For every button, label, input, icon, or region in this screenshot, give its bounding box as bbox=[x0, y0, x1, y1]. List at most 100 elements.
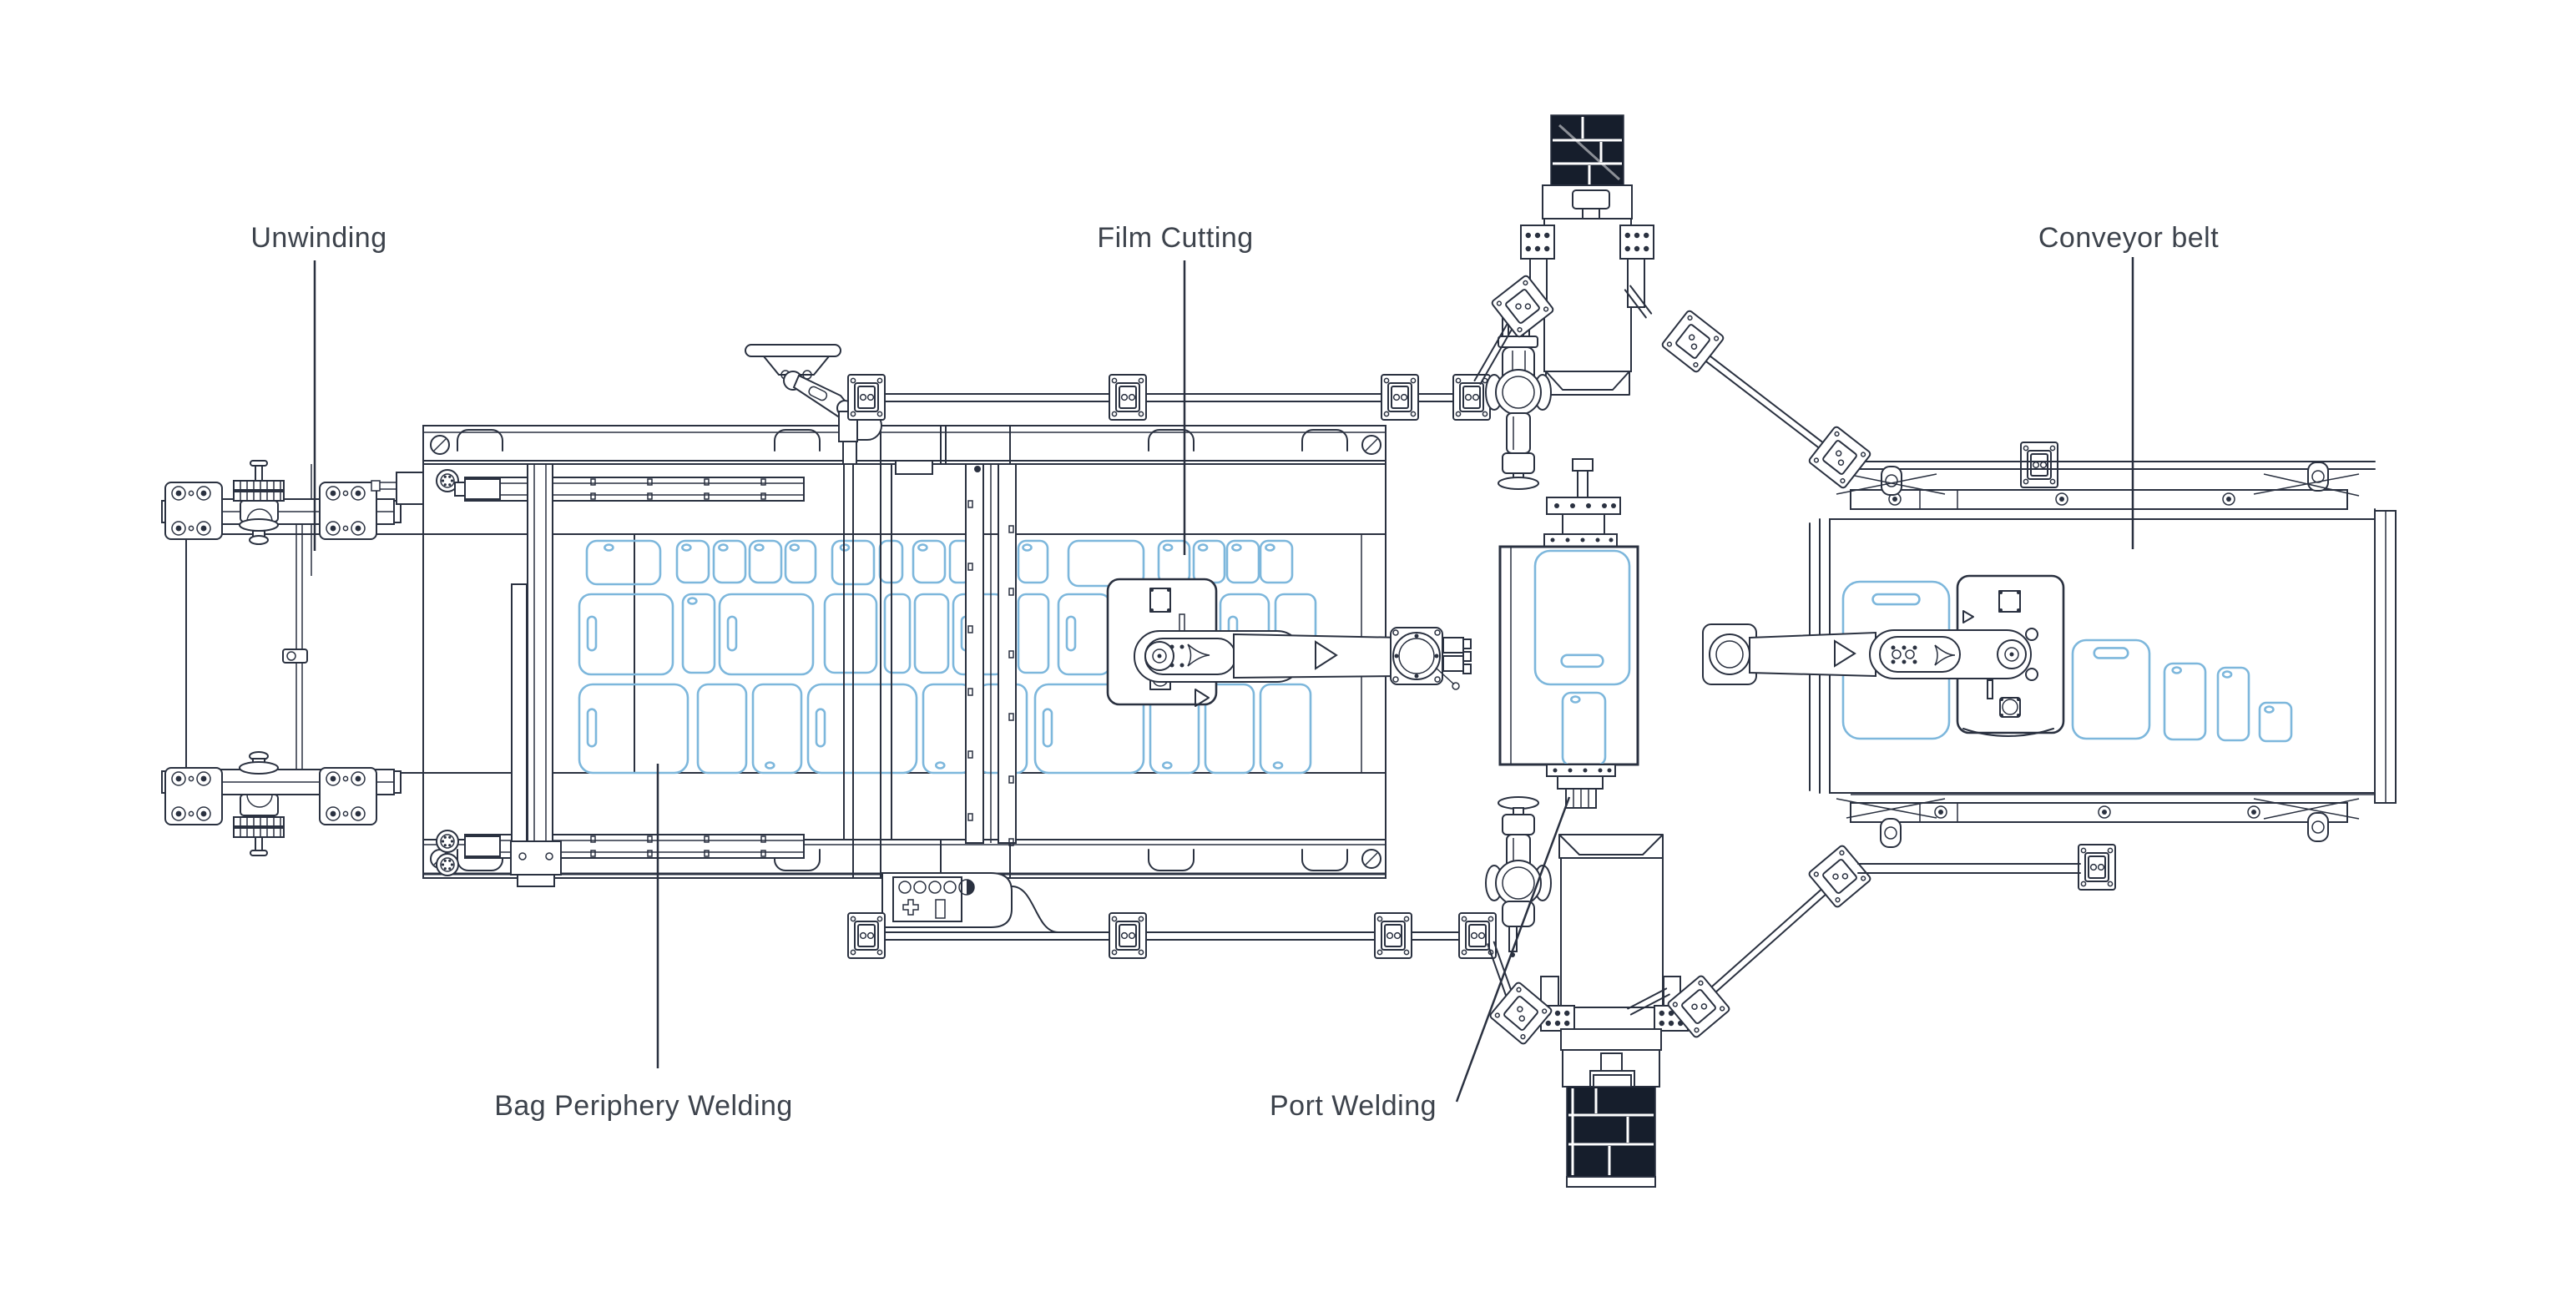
bottom-station bbox=[1540, 834, 1689, 1188]
frame-handle bbox=[457, 429, 503, 452]
orientation-marker bbox=[1195, 689, 1210, 707]
rail-mount-plate bbox=[847, 912, 886, 959]
bag-outline bbox=[913, 593, 950, 674]
beam-junction-box bbox=[895, 460, 933, 475]
rail-mount-plate bbox=[1458, 912, 1497, 959]
welding-gantry bbox=[454, 463, 805, 887]
cabinet-body bbox=[1543, 218, 1632, 372]
motor-disc bbox=[436, 469, 459, 492]
labels: Unwinding Film Cutting Conveyor belt Bag… bbox=[250, 222, 2219, 1122]
rail-mount-plate bbox=[1381, 374, 1419, 421]
frame-handle bbox=[774, 429, 821, 452]
bag-outline bbox=[718, 593, 815, 676]
rail-mount-plate bbox=[1374, 912, 1412, 959]
bag-outline bbox=[2071, 638, 2151, 740]
panel-switch bbox=[935, 899, 946, 919]
feed-robot bbox=[1485, 310, 1552, 490]
rail-mount-plate bbox=[2020, 442, 2058, 488]
orientation-marker bbox=[1962, 610, 1974, 623]
motor-disc bbox=[436, 830, 459, 853]
guide-tab bbox=[2307, 462, 2329, 492]
gantry-column bbox=[527, 463, 553, 844]
bolt-plate bbox=[1520, 225, 1555, 260]
film-cutting-robot bbox=[1106, 578, 1472, 707]
port-welding-fixture-top bbox=[1543, 458, 1621, 548]
bag-outline bbox=[912, 539, 947, 584]
rail-mount-plate bbox=[1452, 374, 1491, 421]
bag-outline bbox=[1067, 539, 1145, 588]
label-unwinding: Unwinding bbox=[250, 222, 386, 254]
bag-outline bbox=[578, 593, 674, 676]
rail-mount-plate bbox=[847, 374, 886, 421]
monitor-screen-edge bbox=[745, 344, 841, 357]
rail-mount-plate bbox=[1109, 912, 1147, 959]
pivot-plates bbox=[1489, 275, 1871, 1045]
pivot-plate bbox=[1808, 845, 1871, 908]
rail-mount-plate bbox=[1109, 374, 1147, 421]
rail-mount-plate bbox=[2078, 844, 2116, 891]
top-station bbox=[1485, 114, 1654, 548]
guide-tab bbox=[1880, 818, 1902, 848]
indicator-light bbox=[928, 881, 942, 894]
bearing-plate bbox=[319, 767, 377, 825]
control-panel bbox=[881, 872, 1059, 933]
bag-outline bbox=[1033, 683, 1145, 775]
jog-cross-control bbox=[902, 899, 919, 916]
bearing-plate bbox=[164, 482, 223, 540]
bag-outline bbox=[883, 593, 912, 674]
bag-outline bbox=[784, 539, 817, 584]
cabinet-handle bbox=[1572, 189, 1610, 209]
gantry-rail-top bbox=[464, 477, 805, 502]
overhead-rail-top bbox=[847, 374, 2058, 488]
bearing-plate bbox=[164, 767, 223, 825]
frame-handle bbox=[1301, 429, 1348, 452]
unwind-tension-stack bbox=[233, 460, 285, 545]
bag-outline bbox=[585, 539, 662, 586]
frame-handle bbox=[1148, 429, 1195, 452]
unwinding-station bbox=[161, 460, 402, 856]
pivot-plate bbox=[1667, 975, 1730, 1038]
bag-outline bbox=[1533, 549, 1631, 686]
bag-outline bbox=[806, 683, 918, 775]
frame-handle bbox=[1148, 849, 1195, 871]
pivot-plate bbox=[1661, 310, 1725, 373]
floor-rail-bottom bbox=[847, 844, 2116, 959]
label-conveyor-belt: Conveyor belt bbox=[2038, 222, 2219, 254]
bag-outline bbox=[1192, 539, 1226, 584]
bag-outline bbox=[675, 539, 710, 584]
bag-outline bbox=[823, 593, 878, 674]
bag-outline bbox=[922, 683, 973, 775]
robot-tool-disc bbox=[1498, 477, 1539, 490]
bag-outline bbox=[748, 539, 783, 584]
bag-outline bbox=[1057, 593, 1112, 676]
robot-tool-disc bbox=[1498, 796, 1539, 810]
bag-outline bbox=[1259, 683, 1312, 775]
bag-outline bbox=[1017, 593, 1050, 674]
port-welding-robot bbox=[1485, 796, 1552, 957]
bag-outline bbox=[1225, 539, 1260, 584]
bag-outline bbox=[712, 539, 747, 584]
power-button bbox=[967, 880, 974, 895]
conveyor-pick-robot bbox=[1702, 574, 2065, 737]
label-film-cutting: Film Cutting bbox=[1097, 222, 1253, 254]
bag-outline bbox=[681, 593, 716, 674]
bottom-link-bar bbox=[1857, 863, 2081, 874]
indicator-light bbox=[943, 881, 957, 894]
gantry-carriage bbox=[510, 840, 562, 876]
label-port-welding: Port Welding bbox=[1270, 1090, 1437, 1122]
frame-handle bbox=[774, 849, 821, 871]
side-mounted-box bbox=[396, 472, 424, 505]
indicator-light bbox=[913, 881, 927, 894]
film-sheet bbox=[185, 533, 635, 774]
pivot-plate bbox=[1808, 426, 1871, 489]
station-dark-block bbox=[1566, 1086, 1656, 1182]
frame-handle bbox=[1301, 849, 1348, 871]
bolt-plate bbox=[1619, 225, 1654, 260]
pivot-plate bbox=[1489, 982, 1553, 1045]
guide-tab bbox=[2307, 812, 2329, 842]
bag-outline bbox=[578, 683, 689, 775]
bag-outline bbox=[696, 683, 748, 775]
bag-outline bbox=[1204, 683, 1255, 775]
port-welding-fixture-bottom bbox=[1546, 764, 1616, 809]
pivot-plate bbox=[1491, 275, 1554, 338]
